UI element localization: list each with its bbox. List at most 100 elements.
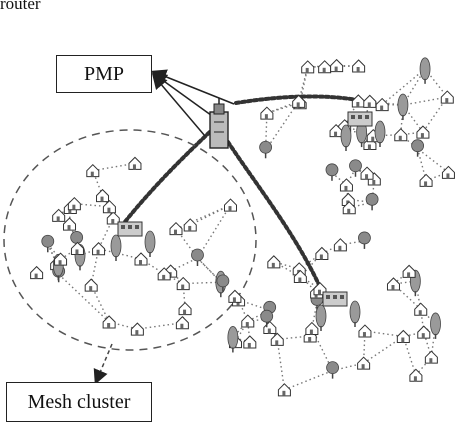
building-icon bbox=[117, 221, 143, 237]
mesh-link bbox=[276, 339, 286, 390]
house-node-icon bbox=[333, 238, 347, 252]
house-node-icon bbox=[402, 264, 416, 278]
pmp-links bbox=[151, 69, 235, 137]
house-node-icon bbox=[424, 350, 438, 364]
house-node-icon bbox=[292, 94, 306, 108]
house-node-icon bbox=[128, 156, 142, 170]
house-node-icon bbox=[342, 201, 356, 215]
mesh-link bbox=[321, 244, 341, 255]
house-node-icon bbox=[270, 332, 284, 346]
house-node-icon bbox=[178, 301, 192, 316]
house-node-icon bbox=[243, 335, 257, 349]
house-node-icon bbox=[409, 368, 423, 382]
mesh-link bbox=[393, 270, 410, 285]
tall-tree-icon bbox=[356, 120, 368, 148]
mesh-link bbox=[299, 66, 309, 103]
mesh-link bbox=[137, 322, 183, 330]
mesh-link bbox=[284, 369, 333, 391]
house-node-icon bbox=[224, 198, 238, 212]
tree-icon bbox=[259, 140, 273, 159]
house-node-icon bbox=[263, 320, 277, 335]
house-node-icon bbox=[339, 178, 353, 192]
house-node-icon bbox=[183, 218, 197, 232]
mesh-link bbox=[363, 335, 404, 364]
tree-icon bbox=[41, 234, 55, 253]
mesh-link bbox=[47, 243, 62, 260]
house-node-icon bbox=[352, 59, 366, 73]
house-node-icon bbox=[175, 316, 189, 330]
mesh-link bbox=[402, 96, 448, 106]
house-node-icon bbox=[52, 208, 66, 222]
router-tower-icon bbox=[209, 98, 229, 149]
house-node-icon bbox=[419, 173, 433, 187]
house-node-icon bbox=[414, 302, 428, 316]
mesh-link bbox=[90, 248, 100, 286]
house-node-icon bbox=[67, 196, 81, 211]
house-node-icon bbox=[293, 269, 307, 284]
house-node-icon bbox=[360, 166, 374, 180]
mesh-link bbox=[311, 328, 334, 371]
tree-icon bbox=[216, 274, 230, 292]
mesh-link bbox=[175, 228, 199, 259]
house-node-icon bbox=[396, 329, 410, 343]
mesh-link bbox=[79, 248, 99, 257]
mesh-link bbox=[196, 257, 224, 285]
tree-icon bbox=[358, 231, 371, 249]
house-node-icon bbox=[318, 60, 332, 74]
tall-tree-icon bbox=[397, 93, 409, 121]
pmp-link-a bbox=[151, 69, 235, 105]
tall-tree-icon bbox=[419, 57, 431, 84]
house-node-icon bbox=[241, 314, 255, 328]
house-node-icon bbox=[394, 128, 408, 142]
house-node-icon bbox=[134, 252, 148, 266]
house-node-icon bbox=[260, 106, 274, 120]
mesh-link bbox=[364, 330, 404, 338]
mesh-link bbox=[331, 172, 347, 186]
mesh-cluster-pointer bbox=[93, 343, 113, 385]
router-caption: router bbox=[0, 0, 41, 13]
house-node-icon bbox=[86, 163, 100, 178]
mesh-link bbox=[417, 148, 449, 173]
tree-icon bbox=[191, 248, 204, 266]
mesh-link bbox=[196, 204, 232, 259]
mesh-link bbox=[189, 204, 231, 226]
tall-tree-icon bbox=[340, 124, 352, 151]
mesh-link bbox=[183, 281, 221, 285]
mesh-link bbox=[264, 113, 268, 151]
house-node-icon bbox=[106, 211, 120, 225]
house-node-icon bbox=[130, 322, 144, 336]
mesh-link bbox=[403, 331, 424, 338]
tree-icon bbox=[365, 192, 379, 211]
house-node-icon bbox=[315, 246, 329, 261]
house-node-icon bbox=[375, 97, 389, 112]
mesh-cluster-boundary bbox=[3, 129, 257, 351]
mesh-link bbox=[98, 248, 142, 260]
house-node-icon bbox=[169, 221, 183, 236]
mesh-link bbox=[247, 318, 267, 322]
house-node-icon bbox=[70, 241, 84, 255]
mesh-cluster-label-box: Mesh cluster bbox=[6, 382, 152, 422]
backbone-links bbox=[118, 94, 360, 298]
mesh-link bbox=[420, 308, 437, 325]
tree-icon bbox=[260, 309, 274, 328]
tall-tree-icon bbox=[374, 120, 386, 147]
house-node-icon bbox=[54, 252, 68, 266]
house-node-icon bbox=[441, 165, 455, 179]
mesh-nodes bbox=[30, 57, 455, 397]
mesh-link bbox=[393, 283, 422, 310]
house-node-icon bbox=[417, 325, 431, 339]
tall-tree-icon bbox=[110, 234, 122, 261]
building-icon bbox=[347, 111, 373, 127]
house-node-icon bbox=[92, 242, 106, 256]
house-node-icon bbox=[102, 199, 116, 214]
mesh-cluster-label: Mesh cluster bbox=[27, 390, 131, 413]
mesh-link bbox=[58, 273, 110, 323]
house-node-icon bbox=[63, 217, 77, 231]
tree-icon bbox=[411, 139, 425, 157]
tree-icon bbox=[326, 361, 339, 379]
building-icon bbox=[322, 291, 348, 307]
tall-tree-icon bbox=[430, 312, 441, 339]
mesh-link bbox=[175, 204, 231, 230]
house-node-icon bbox=[228, 289, 242, 303]
house-node-icon bbox=[351, 94, 365, 108]
